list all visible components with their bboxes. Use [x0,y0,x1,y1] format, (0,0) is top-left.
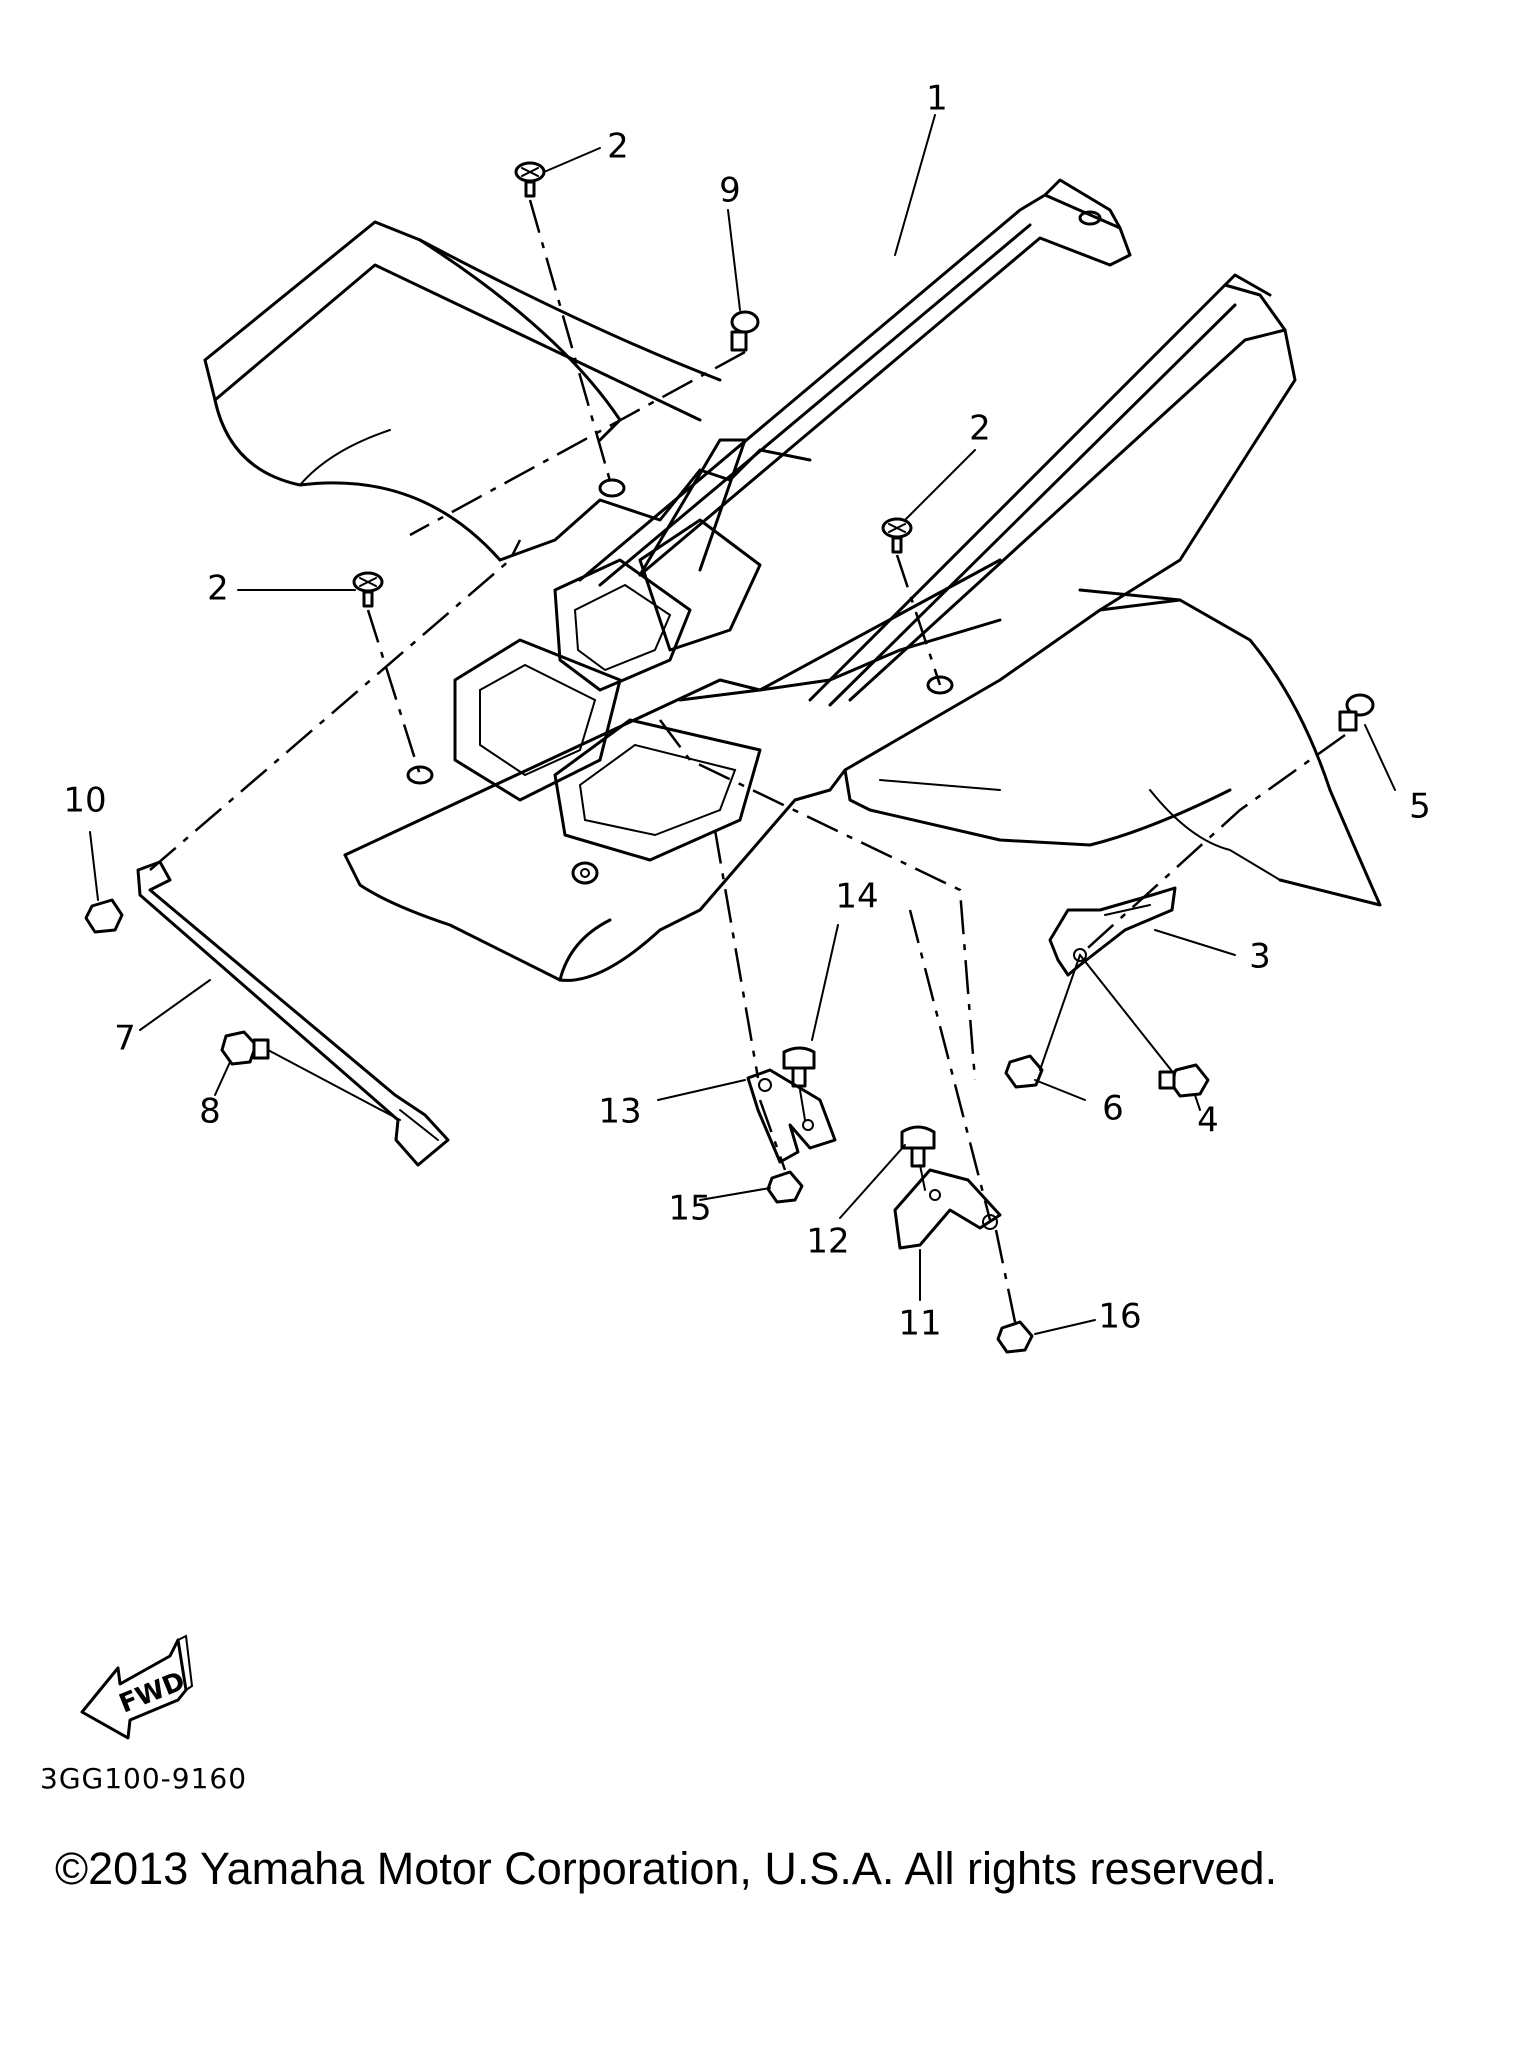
callout-labels: 1 2 2 2 2 3 4 5 6 7 8 9 10 11 12 13 14 1… [63,79,1431,1344]
rail-right [808,273,1297,707]
callout-8: 8 [199,1092,221,1132]
fasteners [84,161,1375,1354]
stay-part-7 [136,860,450,1167]
bolt-5 [1338,693,1375,732]
callout-2-right: 2 [969,409,991,449]
rail-part-1 [578,178,1132,587]
nut-6 [1004,1054,1044,1089]
bolt-9 [730,310,760,352]
fwd-arrow-icon: FWD [80,1634,194,1740]
callout-2-left: 2 [207,569,229,609]
callout-6: 6 [1102,1089,1124,1129]
screw-2-left [352,571,384,608]
drawing-code: 3GG100-9160 [40,1762,248,1795]
nut-16 [996,1320,1034,1354]
callout-13: 13 [598,1092,641,1132]
callout-9: 9 [719,171,741,211]
callout-5: 5 [1409,787,1431,827]
callout-16: 16 [1098,1297,1141,1337]
callout-11: 11 [898,1304,941,1344]
callout-12: 12 [806,1222,849,1262]
bracket-11 [893,1168,1002,1250]
callout-10: 10 [63,781,106,821]
callout-1: 1 [926,79,948,119]
dash-lines [149,199,1346,1323]
callout-14: 14 [835,877,878,917]
callout-4: 4 [1197,1101,1219,1141]
nut-10 [84,898,124,934]
copyright-notice: ©2013 Yamaha Motor Corporation, U.S.A. A… [55,1843,1278,1894]
bracket-13 [746,1068,837,1164]
bolt-12 [900,1125,936,1168]
bolt-4 [1158,1063,1210,1098]
callout-2-top: 2 [607,127,629,167]
bolt-8 [220,1030,270,1066]
nut-15 [766,1170,804,1204]
callout-3: 3 [1249,937,1271,977]
reflector-part-3 [1048,886,1177,977]
screw-2-top [514,161,546,198]
callout-15: 15 [668,1189,711,1229]
callout-7: 7 [114,1019,136,1059]
leader-lines [89,114,1396,1335]
bolt-14 [782,1046,816,1088]
screw-2-right [881,517,913,554]
